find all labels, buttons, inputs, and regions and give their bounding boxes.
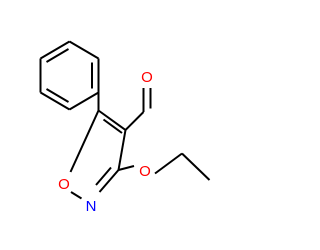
ring-oxygen-label: O: [58, 176, 70, 193]
o-ch2-bond: [154, 152, 183, 175]
phenyl-bond: [39, 91, 71, 111]
c3-n-bond: [98, 169, 120, 193]
c5-c4-double-bond: [102, 118, 123, 134]
phenyl-bond: [39, 40, 71, 60]
ch2-ch3-bond: [181, 152, 211, 181]
c4-c3-bond: [117, 129, 127, 171]
c5-c4-bond: [97, 109, 127, 131]
ether-oxygen-label: O: [139, 163, 151, 180]
phenyl-double-bond: [45, 48, 70, 63]
ethoxy-group: [118, 152, 211, 181]
phenyl-bond: [68, 91, 100, 111]
c3-n-double-bond: [95, 166, 112, 186]
ring-nitrogen-label: N: [86, 198, 97, 215]
aldehyde-oxygen-label: O: [141, 69, 153, 86]
phenyl-bond: [68, 40, 100, 60]
phenyl-ring: [39, 40, 100, 111]
c3-o-ether-bond: [118, 165, 135, 171]
o-c5-bond: [69, 110, 100, 173]
isoxazole-ring: [69, 109, 127, 200]
c4-cho-bond: [124, 111, 145, 131]
phenyl-double-bond: [45, 88, 70, 103]
aldehyde-group: [124, 88, 152, 131]
n-o-bond: [70, 191, 83, 200]
structure-diagram: O O N O: [39, 40, 211, 215]
